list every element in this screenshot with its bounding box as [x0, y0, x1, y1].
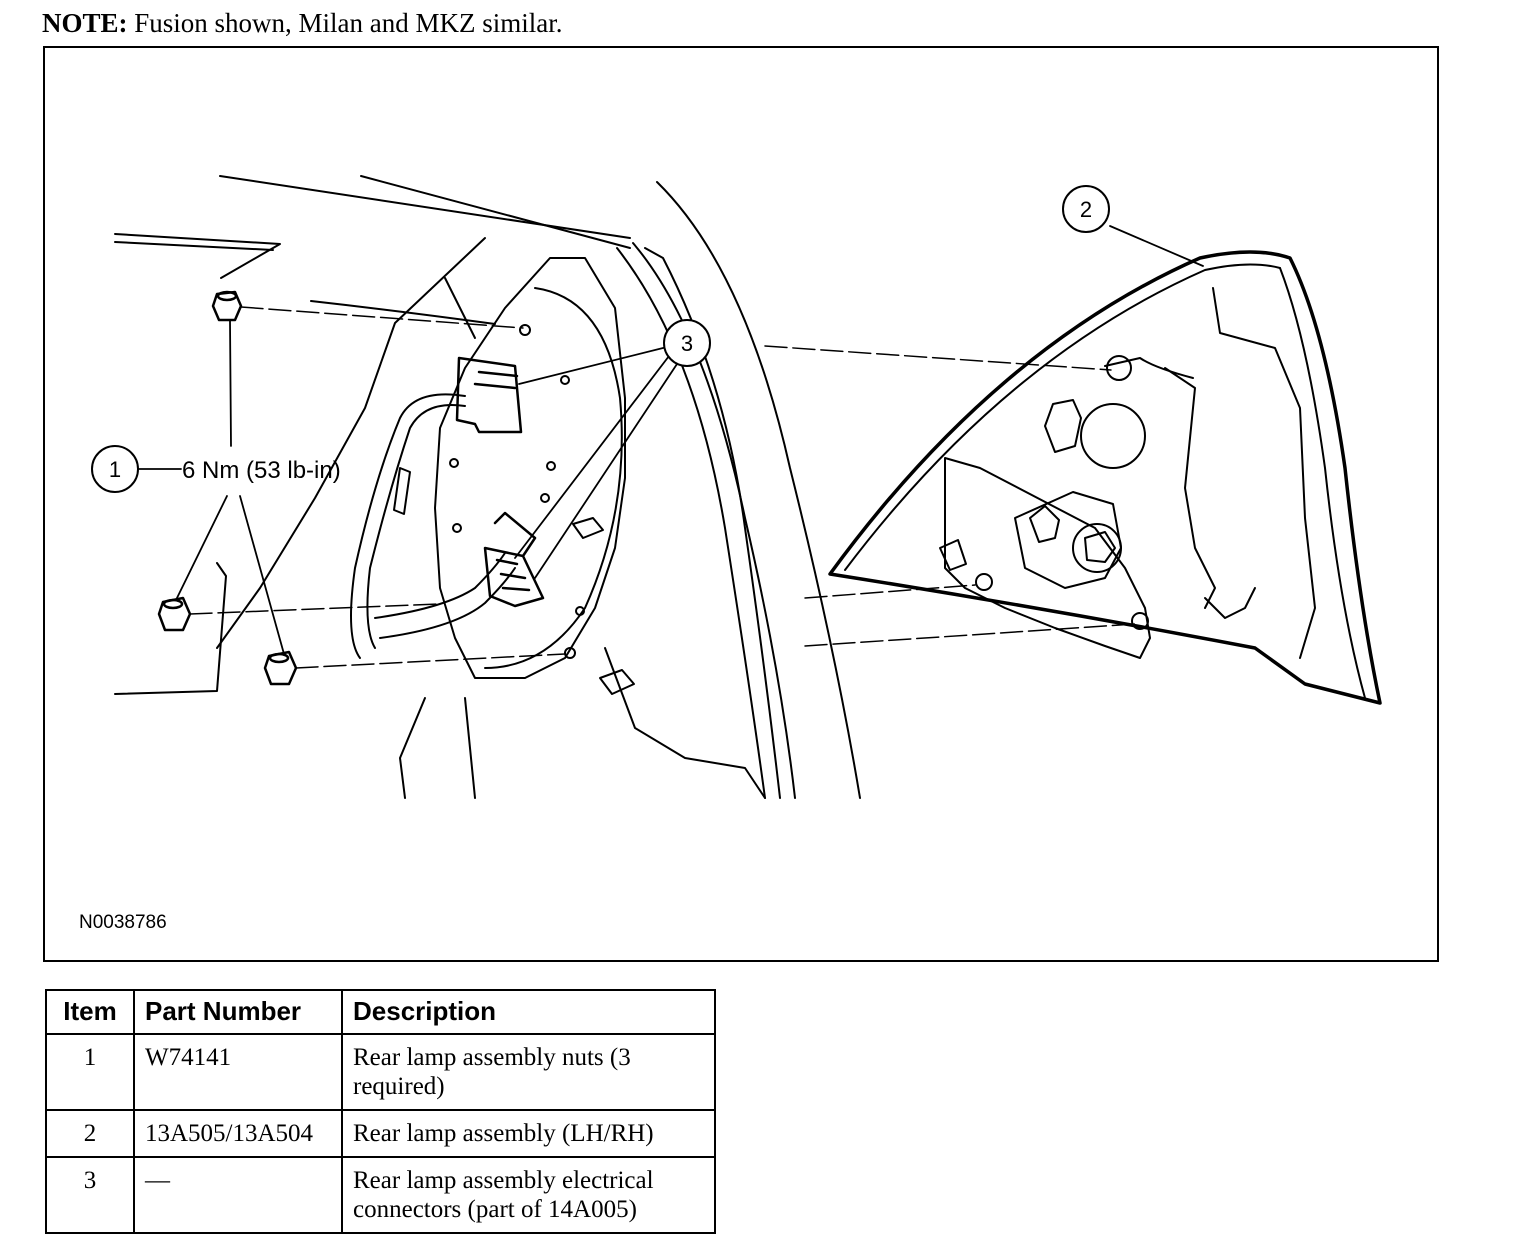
table-row: 2 13A505/13A504 Rear lamp assembly (LH/R… — [45, 1109, 716, 1158]
callout-3: 3 — [663, 319, 711, 367]
header-description: Description — [341, 989, 716, 1035]
callout-2: 2 — [1062, 185, 1110, 233]
note: NOTE: Fusion shown, Milan and MKZ simila… — [42, 8, 563, 39]
callout-1-circle — [91, 445, 139, 493]
row-description: Rear lamp assembly nuts (3 required) — [341, 1033, 716, 1111]
note-label: NOTE: — [42, 8, 128, 38]
wiring-harness — [350, 393, 516, 659]
note-text: Fusion shown, Milan and MKZ similar. — [127, 8, 563, 38]
row-description: Rear lamp assembly (LH/RH) — [341, 1109, 716, 1158]
row-description: Rear lamp assembly electrical connectors… — [341, 1156, 716, 1234]
header-part-number: Part Number — [133, 989, 343, 1035]
table-header-row: Item Part Number Description — [45, 989, 716, 1035]
parts-table: Item Part Number Description 1 W74141 Re… — [45, 989, 716, 1234]
electrical-connectors — [455, 356, 545, 608]
row-part-number: — — [133, 1156, 343, 1234]
rear-lamp-illustration: 1 6 Nm (53 lb-in) 2 3 — [91, 175, 1382, 799]
callout-1-torque: 6 Nm (53 lb-in) — [182, 457, 341, 484]
callout-3-number: 3 — [681, 331, 693, 356]
header-item: Item — [45, 989, 135, 1035]
row-part-number: 13A505/13A504 — [133, 1109, 343, 1158]
callout-1-number: 1 — [109, 457, 121, 482]
row-item: 2 — [45, 1109, 135, 1158]
table-row: 3 — Rear lamp assembly electrical connec… — [45, 1156, 716, 1234]
callout-leaders — [136, 225, 1204, 655]
row-item: 3 — [45, 1156, 135, 1234]
illustration-frame: 1 6 Nm (53 lb-in) 2 3 N0038786 — [43, 46, 1439, 962]
alignment-lines — [189, 306, 1136, 669]
rear-lamp-assembly — [828, 250, 1382, 705]
row-part-number: W74141 — [133, 1033, 343, 1111]
callout-2-number: 2 — [1080, 197, 1092, 222]
vehicle-body-structure — [114, 175, 861, 799]
callout-3-circle — [663, 319, 711, 367]
row-item: 1 — [45, 1033, 135, 1111]
callout-2-circle — [1062, 185, 1110, 233]
table-row: 1 W74141 Rear lamp assembly nuts (3 requ… — [45, 1033, 716, 1111]
callout-1: 1 6 Nm (53 lb-in) — [91, 445, 341, 493]
lamp-nuts — [157, 290, 298, 686]
figure-id: N0038786 — [79, 912, 167, 933]
